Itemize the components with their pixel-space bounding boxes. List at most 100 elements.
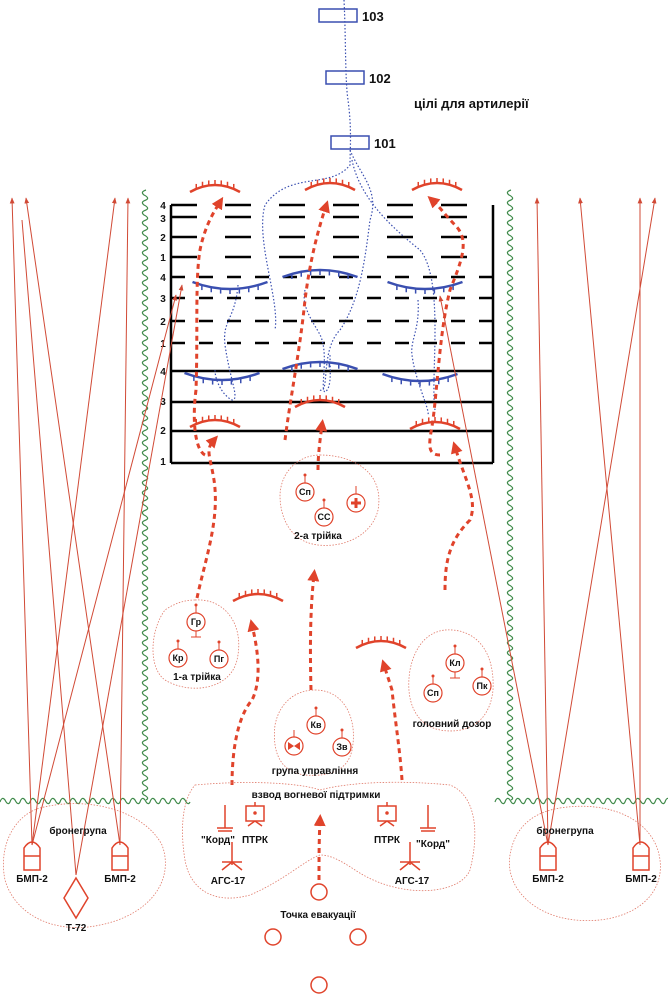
- friendly-position-arc: [189, 415, 241, 429]
- level-label: 3: [160, 294, 166, 305]
- evacuation-point-icon: [310, 883, 328, 901]
- grenade-launcher-icon: [221, 842, 243, 871]
- armor-symbols: [23, 841, 650, 920]
- unit-label: Кл: [449, 658, 460, 668]
- armor-fire-lines: [9, 197, 657, 876]
- bmp-label: БМП-2: [104, 874, 136, 885]
- level-label: 2: [160, 233, 166, 244]
- atgm-icon: [377, 802, 397, 827]
- target-101-label: 101: [374, 136, 396, 151]
- enemy-routes: [214, 284, 429, 416]
- level-label: 4: [160, 201, 166, 212]
- level-label: 4: [160, 367, 166, 378]
- bmp-label: БМП-2: [625, 874, 657, 885]
- artillery-targets-caption: цілі для артилерії: [414, 96, 529, 111]
- machine-gun-icon: [420, 805, 436, 832]
- unit-label: Пк: [477, 681, 488, 691]
- unit-symbol: Гр: [186, 603, 206, 638]
- bmp-icon: [539, 841, 557, 871]
- evacuation-point-icon: [264, 928, 282, 946]
- target-103-label: 103: [362, 9, 384, 24]
- friendly-position-arc: [189, 180, 241, 194]
- fire-support-symbols: [217, 802, 436, 871]
- command-group-label: група управління: [272, 766, 359, 777]
- enemy-position-arc: [282, 360, 358, 371]
- target-103: [318, 8, 358, 23]
- first-triple-label: 1-а трійка: [173, 672, 221, 683]
- second-triple-label: 2-а трійка: [294, 531, 342, 542]
- evacuation-point-icon: [310, 976, 328, 994]
- ags-right-label: АГС-17: [395, 876, 430, 887]
- target-102: [325, 70, 365, 85]
- enemy-position-arc: [387, 280, 463, 294]
- unit-label: Кв: [310, 720, 321, 730]
- fire-support-label: взвод вогневої підтримки: [252, 790, 381, 801]
- treeline: [0, 797, 191, 805]
- ptrk-left-label: ПТРК: [242, 835, 269, 846]
- unit-symbol: Пк: [472, 667, 492, 696]
- kord-right-label: "Корд": [416, 839, 450, 850]
- bmp-icon: [23, 841, 41, 871]
- armor-right-label: бронегрупа: [536, 825, 594, 837]
- bmp-label: БМП-2: [532, 874, 564, 885]
- tank-icon: [63, 876, 89, 920]
- position-grid: 4 3 2 1 4 3 2 1 4 3 2 1: [160, 201, 495, 468]
- artillery-targets: 103 102 101 цілі для артилерії: [262, 0, 529, 411]
- target-101: [330, 135, 370, 150]
- evacuation-label: Точка евакуації: [280, 910, 356, 921]
- friendly-position-arc: [411, 178, 463, 192]
- unit-label: СС: [318, 512, 331, 522]
- level-label: 1: [160, 457, 166, 468]
- bmp-icon: [111, 841, 129, 871]
- grenade-launcher-icon: [399, 842, 421, 871]
- treeline: [506, 189, 514, 801]
- head-patrol-label: головний дозор: [413, 719, 492, 730]
- atgm-icon: [245, 802, 265, 827]
- enemy-position-arc: [184, 371, 260, 385]
- level-label: 2: [160, 317, 166, 328]
- enemy-position-arc: [192, 280, 268, 294]
- unit-label: Пг: [214, 654, 224, 664]
- medic-icon: [346, 486, 366, 513]
- friendly-position-arc: [409, 417, 461, 431]
- enemy-position-arc: [382, 372, 458, 386]
- evacuation-point-icon: [349, 928, 367, 946]
- unit-symbol: Зв: [332, 728, 352, 757]
- position-arcs: [184, 178, 463, 650]
- group-outlines: [3, 454, 661, 928]
- unit-label: Зв: [336, 742, 348, 752]
- unit-symbol: СС: [314, 498, 334, 527]
- level-label: 2: [160, 426, 166, 437]
- treeline: [494, 797, 668, 805]
- enemy-position-arc: [282, 268, 358, 279]
- ptrk-right-label: ПТРК: [374, 835, 401, 846]
- friendly-position-arc: [294, 395, 346, 409]
- armor-left-label: бронегрупа: [49, 825, 107, 837]
- kord-left-label: "Корд": [201, 835, 235, 846]
- bmp-icon: [632, 841, 650, 871]
- movement-routes: [192, 196, 474, 881]
- unit-label: Сп: [299, 487, 311, 497]
- level-label: 3: [160, 397, 166, 408]
- command-vehicle-icon: [284, 730, 304, 756]
- level-label: 4: [160, 273, 166, 284]
- unit-symbol: Сп: [295, 473, 315, 502]
- unit-symbol: Кр: [168, 639, 188, 668]
- unit-symbol: Кв: [306, 706, 326, 735]
- unit-symbol: Кл: [445, 644, 465, 679]
- unit-label: Сп: [427, 688, 439, 698]
- level-label: 3: [160, 214, 166, 225]
- friendly-position-arc: [304, 178, 356, 192]
- unit-symbol: Пг: [209, 640, 229, 669]
- unit-symbol: Сп: [423, 674, 443, 703]
- friendly-position-arc: [232, 589, 284, 603]
- target-102-label: 102: [369, 71, 391, 86]
- treeline: [141, 189, 149, 801]
- evacuation-points: [264, 883, 367, 994]
- ags-left-label: АГС-17: [211, 876, 246, 887]
- friendly-position-arc: [355, 636, 407, 650]
- level-label: 1: [160, 253, 166, 264]
- t72-label: Т-72: [66, 923, 87, 934]
